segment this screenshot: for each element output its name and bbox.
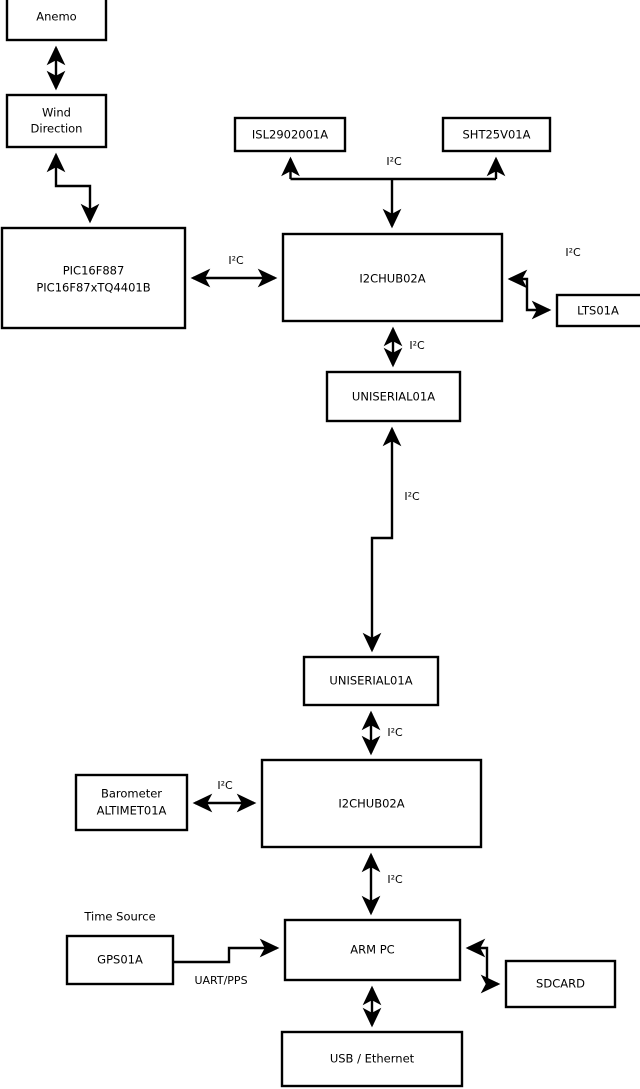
edge-pic-wind-direction-line xyxy=(46,152,100,224)
edge-barometer-i2chub-bottom-label: I²C xyxy=(217,779,233,792)
node-uniserial01a-top[interactable]: UNISERIAL01A xyxy=(325,370,462,423)
node-arm-pc-label: ARM PC xyxy=(350,943,394,957)
node-uniserial01a-top-box[interactable] xyxy=(325,370,462,423)
node-sht25v01a-box[interactable] xyxy=(441,116,552,153)
edge-uniserial-bottom-i2chub-bottom-label: I²C xyxy=(387,726,403,739)
node-pic-mcu-box[interactable] xyxy=(0,226,187,330)
node-pic-mcu[interactable]: PIC16F887 PIC16F87xTQ4401B xyxy=(0,226,187,330)
node-sdcard-label: SDCARD xyxy=(536,977,585,991)
edge-uniserial-link-label: I²C xyxy=(404,490,420,503)
node-uniserial01a-bottom[interactable]: UNISERIAL01A xyxy=(302,655,440,707)
node-barometer-label-line1: Barometer xyxy=(101,787,162,801)
edge-i2chub-top-lts01a-line xyxy=(507,269,552,320)
edge-gps01a-arm-pc-line xyxy=(173,938,280,964)
node-anemo-box[interactable] xyxy=(5,0,108,42)
edge-pic-wind-direction xyxy=(46,152,100,224)
node-sdcard-box[interactable] xyxy=(504,959,617,1009)
node-usb-ethernet-box[interactable] xyxy=(280,1030,464,1088)
edge-arm-pc-sdcard-line xyxy=(465,938,501,994)
label-time-source: Time Source xyxy=(83,910,155,924)
node-pic-mcu-label-line1: PIC16F887 xyxy=(63,264,125,278)
node-isl2902001a-box[interactable] xyxy=(233,116,347,153)
node-barometer-box[interactable] xyxy=(74,773,189,832)
node-gps01a-box[interactable] xyxy=(65,934,175,986)
node-usb-ethernet-label: USB / Ethernet xyxy=(330,1052,415,1066)
node-isl2902001a-label: ISL2902001A xyxy=(252,128,328,142)
edge-i2chub-top-sensors-label: I²C xyxy=(386,155,402,168)
node-barometer-label-line2: ALTIMET01A xyxy=(97,804,167,818)
edge-i2chub-top-sensors: I²C xyxy=(281,155,506,229)
node-isl2902001a[interactable]: ISL2902001A xyxy=(233,116,347,153)
node-i2chub02a-bottom[interactable]: I2CHUB02A xyxy=(260,758,483,849)
node-sht25v01a-label: SHT25V01A xyxy=(463,128,531,142)
node-gps01a[interactable]: GPS01A xyxy=(65,934,175,986)
edge-arm-pc-sdcard xyxy=(465,938,501,994)
node-uniserial01a-top-label: UNISERIAL01A xyxy=(352,390,435,404)
edge-uniserial-link: I²C xyxy=(362,426,420,653)
edge-i2chub-bottom-arm-pc-label: I²C xyxy=(387,873,403,886)
edge-gps01a-arm-pc-label: UART/PPS xyxy=(194,974,247,987)
node-gps01a-label: GPS01A xyxy=(97,953,143,967)
edge-i2chub-bottom-arm-pc: I²C xyxy=(361,852,403,916)
edge-i2chub-top-lts01a-label: I²C xyxy=(565,246,581,259)
node-anemo-label: Anemo xyxy=(36,10,76,24)
edge-gps01a-arm-pc: UART/PPS xyxy=(173,938,280,987)
node-sdcard[interactable]: SDCARD xyxy=(504,959,617,1009)
node-pic-mcu-label-line2: PIC16F87xTQ4401B xyxy=(36,281,150,295)
node-wind-direction-box[interactable] xyxy=(5,93,108,149)
edge-uniserial-link-line xyxy=(362,426,402,653)
node-i2chub02a-top[interactable]: I2CHUB02A xyxy=(281,232,504,323)
node-lts01a-box[interactable] xyxy=(555,293,640,328)
node-wind-direction-label-line1: Wind xyxy=(42,106,71,120)
edge-i2chub-top-uniserial-top-label: I²C xyxy=(409,339,425,352)
node-i2chub02a-bottom-box[interactable] xyxy=(260,758,483,849)
edge-i2chub-top-lts01a: I²C xyxy=(507,246,581,320)
edge-uniserial-bottom-i2chub-bottom: I²C xyxy=(361,710,403,756)
edge-barometer-i2chub-bottom: I²C xyxy=(192,779,257,813)
node-i2chub02a-top-box[interactable] xyxy=(281,232,504,323)
node-arm-pc-box[interactable] xyxy=(283,918,462,982)
node-lts01a-label: LTS01A xyxy=(577,304,619,318)
edge-i2chub-top-uniserial-top: I²C xyxy=(383,326,425,368)
node-usb-ethernet[interactable]: USB / Ethernet xyxy=(280,1030,464,1088)
node-uniserial01a-bottom-box[interactable] xyxy=(302,655,440,707)
edge-pic-i2chub-top-label: I²C xyxy=(228,254,244,267)
edge-pic-i2chub-top: I²C xyxy=(190,254,278,288)
node-anemo[interactable]: Anemo xyxy=(5,0,108,42)
node-barometer[interactable]: Barometer ALTIMET01A xyxy=(74,773,189,832)
node-uniserial01a-bottom-label: UNISERIAL01A xyxy=(329,674,412,688)
node-wind-direction[interactable]: Wind Direction xyxy=(5,93,108,149)
node-i2chub02a-top-label: I2CHUB02A xyxy=(359,272,425,286)
node-sht25v01a[interactable]: SHT25V01A xyxy=(441,116,552,153)
node-wind-direction-label-line2: Direction xyxy=(31,122,83,136)
node-i2chub02a-bottom-label: I2CHUB02A xyxy=(338,797,404,811)
node-lts01a[interactable]: LTS01A xyxy=(555,293,640,328)
node-arm-pc[interactable]: ARM PC xyxy=(283,918,462,982)
